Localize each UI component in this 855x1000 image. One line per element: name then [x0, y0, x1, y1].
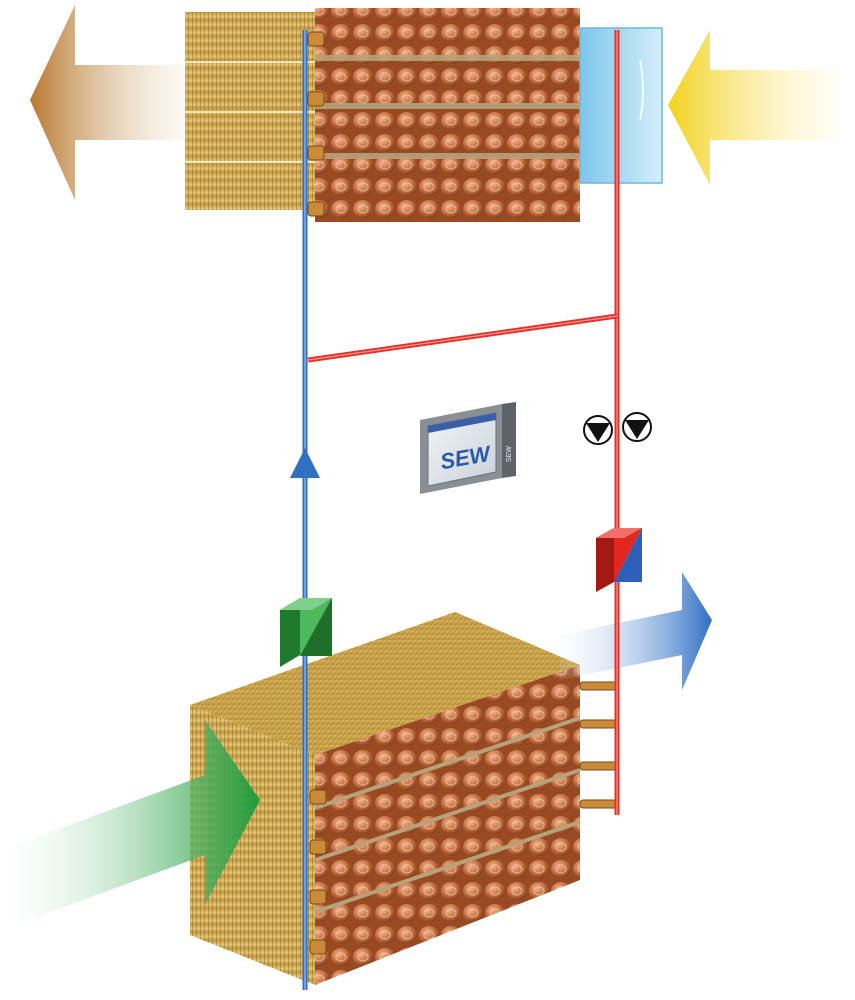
extract-air-arrow	[668, 30, 840, 185]
upper-heat-exchanger-coil	[185, 8, 619, 222]
control-valve-green	[280, 598, 332, 667]
control-valve-red-blue	[596, 528, 642, 592]
flow-direction-arrow-icon	[290, 448, 320, 478]
supply-air-arrow	[560, 572, 712, 690]
exhaust-air-arrow	[30, 5, 190, 200]
bypass-pipe	[307, 313, 618, 363]
pump-icon	[583, 415, 613, 445]
lower-heat-exchanger-coil	[190, 612, 619, 985]
controller-hmi-panel: SEW SEW	[420, 402, 516, 494]
pump-icon	[622, 412, 652, 442]
outdoor-air-arrow	[15, 720, 260, 925]
hmi-side-text: SEW	[506, 446, 513, 462]
filter-box	[579, 27, 663, 184]
